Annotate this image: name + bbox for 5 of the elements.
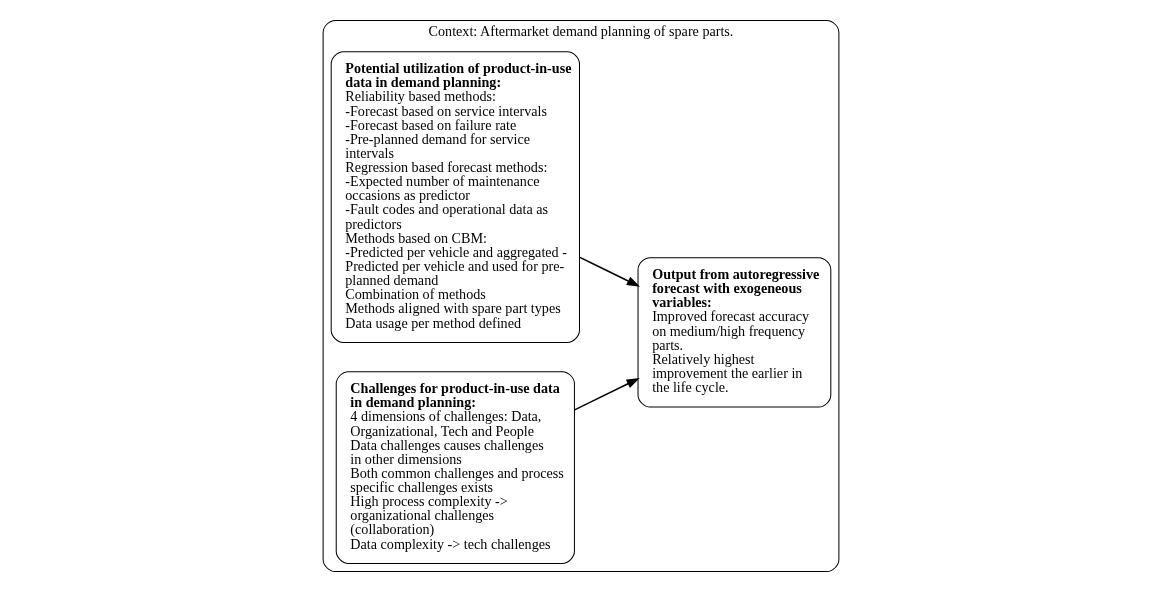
arrow [579, 256, 641, 287]
arrow [573, 378, 640, 411]
node-box: Potential utilization of product-in-use data in demand planning: Reliability based methods: -Forecast based on service intervals -Forecast based on failure rate -Pre-planned demand for service intervals Regression based forecast methods: -Expected number of maintenance occasions as predictor -Fault codes and operational data as predictors Methods based on CBM: -Predicted per vehicle and aggregated - Predicted per vehicle and used for pre-planned demand Combination of methods Methods aligned with spare part types Data usage per method defined [330, 51, 580, 343]
node-box: Output from autoregressive forecast with exogeneous variables: Improved forecast accuracy on medium/high frequency parts. Relatively highest improvement the earlier in the life cycle. [637, 257, 832, 408]
node-box: Challenges for product-in-use data in demand planning: 4 dimensions of challenges: Data, Organizational, Tech and People Data challenges causes challenges in other dimensions Both common challenges and process specific challenges exists High process complexity -> organizational challenges (collaboration) Data complexity -> tech challenges [335, 371, 575, 564]
